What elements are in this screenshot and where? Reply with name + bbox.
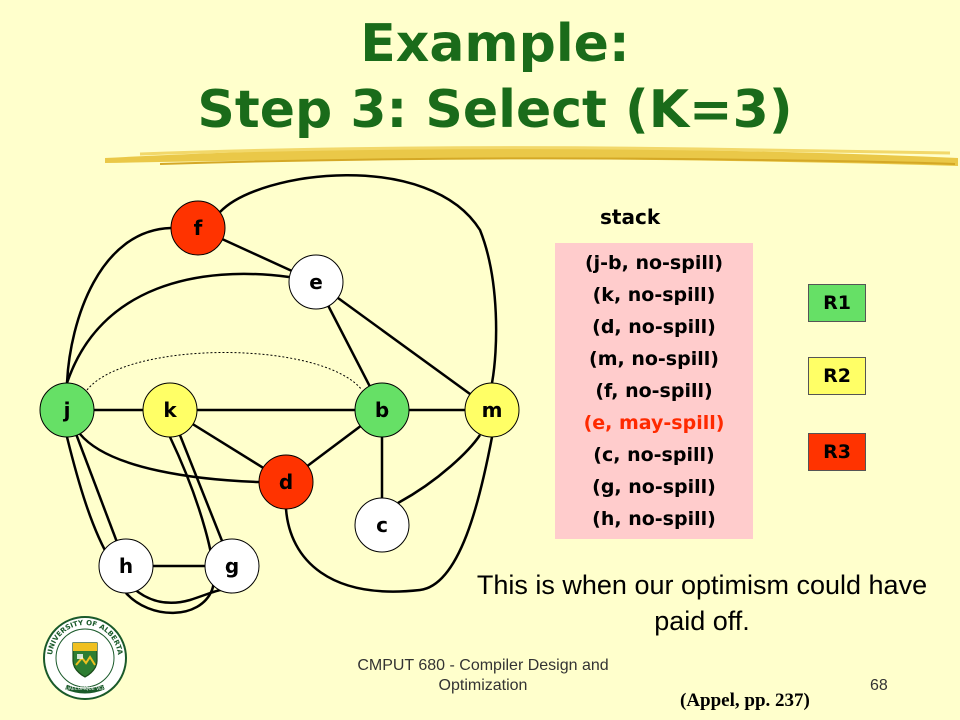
move-edge-j-b: [86, 352, 363, 391]
stack-entry: (g, no-spill): [592, 476, 716, 498]
node-d: d: [258, 454, 314, 510]
register-r3: R3: [808, 433, 866, 471]
node-label: g: [225, 554, 239, 578]
node-label: m: [482, 398, 503, 422]
note-text: This is when our optimism could have pai…: [476, 570, 928, 636]
node-g: g: [204, 538, 260, 594]
edge-f-j: [65, 226, 172, 384]
node-label: h: [119, 554, 133, 578]
stack-entry: (k, no-spill): [592, 284, 716, 306]
slide-subtitle: Step 3: Select (K=3): [197, 80, 793, 140]
stack-entry: (m, no-spill): [589, 348, 719, 370]
page-number: 68: [870, 677, 888, 694]
stack-entry: (c, no-spill): [593, 444, 715, 466]
edge-e-j: [65, 272, 290, 384]
stack-box: (j-b, no-spill) (k, no-spill) (d, no-spi…: [555, 243, 753, 539]
edge-e-m: [315, 280, 493, 412]
edge-c-m: [397, 434, 482, 505]
edge-h-k: [125, 436, 216, 615]
title-underline-stroke: [105, 146, 958, 166]
node-label: b: [375, 398, 389, 422]
footer-text: CMPUT 680 - Compiler Design and Optimiza…: [357, 657, 609, 694]
node-label: c: [376, 513, 388, 537]
node-k: k: [142, 382, 198, 438]
node-f: f: [170, 200, 226, 256]
edge-j-h: [65, 409, 128, 567]
stack-entry-highlighted: (e, may-spill): [583, 412, 725, 434]
stack-label: stack: [600, 205, 661, 229]
slide-title: Example:: [360, 14, 630, 74]
stack-entry: (d, no-spill): [592, 316, 716, 338]
stack-entry: (j-b, no-spill): [584, 252, 724, 274]
edge-f-m: [219, 174, 498, 384]
node-label: d: [279, 470, 293, 494]
edge-j-g: [65, 436, 233, 604]
register-r2: R2: [808, 357, 866, 395]
stack-entry: (h, no-spill): [592, 508, 716, 530]
register-r1: R1: [808, 284, 866, 322]
node-c: c: [354, 497, 410, 553]
edge-k-g: [168, 409, 234, 567]
node-j: j: [39, 382, 95, 438]
university-crest-logo: UNIVERSITY OF ALBERTA QUAECUMQUE VERA: [43, 616, 127, 700]
edge-j-d: [79, 433, 260, 484]
node-b: b: [354, 382, 410, 438]
node-m: m: [464, 382, 520, 438]
node-h: h: [98, 538, 154, 594]
stack-entry: (f, no-spill): [595, 380, 713, 402]
logo-motto: QUAECUMQUE VERA: [62, 686, 109, 692]
node-e: e: [288, 254, 344, 310]
citation: (Appel, pp. 237): [680, 690, 810, 711]
node-label: e: [309, 270, 323, 294]
node-label: f: [194, 216, 203, 240]
edge-d-c: [284, 436, 494, 593]
node-label: k: [163, 398, 177, 422]
node-label: j: [63, 398, 71, 422]
